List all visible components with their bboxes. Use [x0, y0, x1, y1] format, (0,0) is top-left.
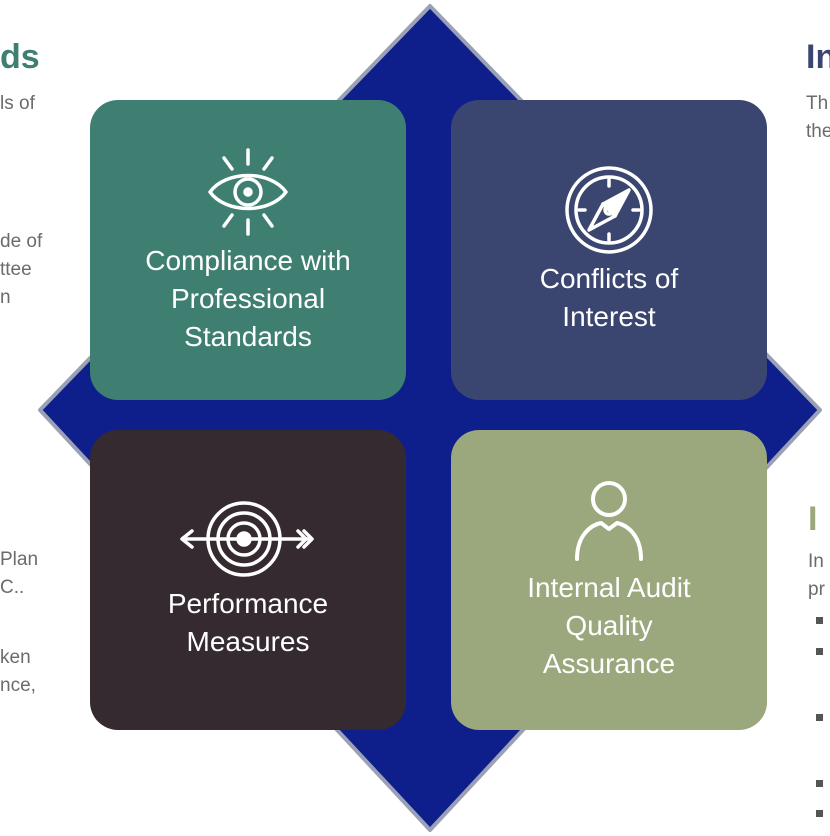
- left-section-heading: ds: [0, 38, 40, 76]
- bullet-marker: [816, 714, 823, 721]
- tile-compliance[interactable]: Compliance with Professional Standards: [90, 100, 406, 400]
- right-text-line: the: [806, 121, 830, 142]
- tile-label-line: Interest: [562, 301, 656, 332]
- right-text-line: Th: [806, 93, 829, 114]
- compass-icon: [563, 164, 655, 256]
- tile-label-line: Performance: [167, 588, 329, 619]
- right-section-heading-2: I: [808, 500, 818, 538]
- tile-label-line: Quality: [565, 610, 653, 641]
- bullet-marker: [816, 617, 823, 624]
- tile-label-line: Professional: [170, 283, 326, 314]
- tile-conflicts-of-interest[interactable]: Conflicts of Interest: [451, 100, 767, 400]
- left-text-line: ken: [0, 647, 31, 668]
- left-text-line: n: [0, 287, 11, 308]
- left-text-line: de of: [0, 231, 43, 252]
- right-text-line: pr: [808, 579, 825, 600]
- target-arrow-icon: [178, 499, 318, 579]
- right-section-heading: In: [806, 38, 830, 76]
- tile-label-line: Conflicts of: [539, 263, 679, 294]
- tile-label-line: Compliance with: [145, 245, 351, 276]
- tile-performance-measures[interactable]: Performance Measures: [90, 430, 406, 730]
- eye-icon: [206, 144, 290, 240]
- left-text-line: ls of: [0, 93, 35, 114]
- left-text-line: nce,: [0, 675, 36, 696]
- tile-label-line: Measures: [186, 626, 310, 657]
- bullet-marker: [816, 648, 823, 655]
- right-text-line: In: [808, 551, 824, 572]
- left-text-line: C..: [0, 577, 25, 598]
- person-icon: [569, 477, 649, 563]
- left-text-line: Plan: [0, 549, 39, 570]
- bullet-marker: [816, 810, 823, 817]
- left-text-line: ttee: [0, 259, 32, 280]
- tile-quality-assurance[interactable]: Internal Audit Quality Assurance: [451, 430, 767, 730]
- tile-label-line: Internal Audit: [527, 572, 691, 603]
- tile-label-line: Assurance: [542, 648, 676, 679]
- bullet-marker: [816, 780, 823, 787]
- tile-label-line: Standards: [184, 321, 312, 352]
